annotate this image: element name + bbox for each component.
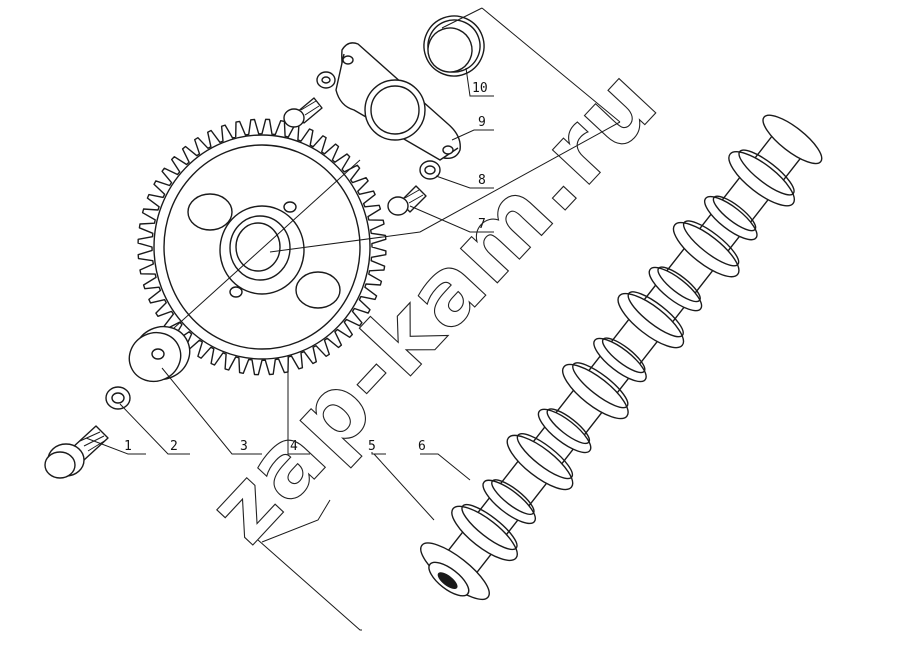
callout-3: 3 (240, 439, 248, 454)
camshaft-gear (137, 118, 387, 376)
camshaft-section-edge (738, 149, 795, 196)
callout-9: 9 (478, 115, 486, 130)
lock-washer (105, 386, 131, 410)
gear-bolt (44, 425, 109, 479)
thrust-washer (128, 325, 191, 383)
callout-5: 5 (368, 439, 376, 454)
callout-1: 1 (124, 439, 132, 454)
flange-washer (419, 160, 441, 180)
flange-bolt-upper (283, 71, 336, 128)
camshaft-section-edge (572, 362, 629, 409)
camshaft-section-edge (546, 408, 591, 445)
callout-labels: 1 2 3 4 5 6 7 8 9 10 (124, 81, 488, 454)
flange-bolt (387, 185, 427, 216)
camshaft (420, 114, 823, 600)
camshaft-section-edge (627, 291, 684, 338)
callout-7: 7 (478, 217, 486, 232)
camshaft-section-edge (712, 195, 757, 232)
callout-4: 4 (290, 439, 298, 454)
camshaft-section-edge (601, 337, 646, 374)
callout-2: 2 (170, 439, 178, 454)
camshaft-section-edge (491, 479, 535, 516)
callout-6: 6 (418, 439, 426, 454)
callout-10: 10 (472, 81, 488, 96)
thrust-flange (335, 42, 461, 161)
camshaft-section-edge (682, 220, 740, 267)
camshaft-section-edge (461, 503, 518, 551)
camshaft-section-edge (516, 433, 574, 480)
seal-ring (423, 15, 485, 77)
callout-8: 8 (478, 173, 486, 188)
leader-lines (85, 7, 621, 631)
camshaft-section-edge (657, 266, 701, 303)
